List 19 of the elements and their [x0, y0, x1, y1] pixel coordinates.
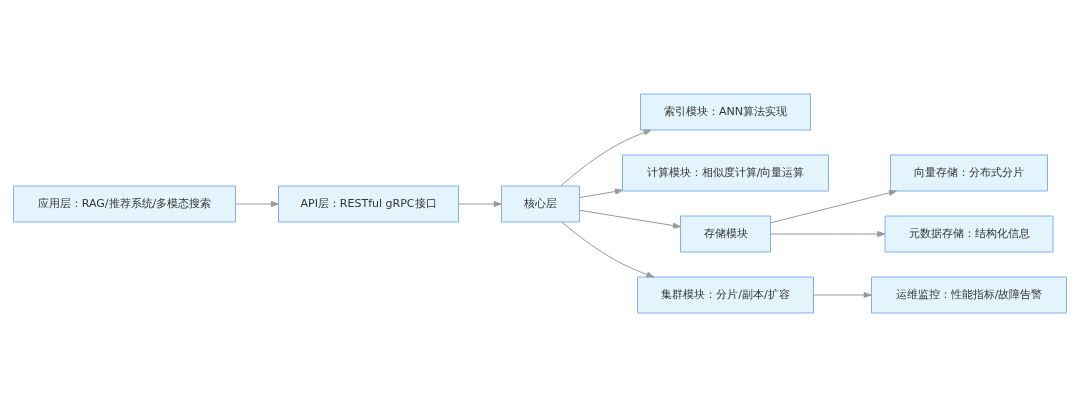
node-box: 集群模块：分片/副本/扩容: [637, 276, 814, 313]
arrow: [579, 188, 623, 198]
arrow: [770, 230, 886, 237]
arrow: [235, 200, 279, 207]
node-box: 应用层：RAG/推荐系统/多模态搜索: [13, 185, 236, 222]
node-box: 存储模块: [680, 215, 771, 252]
node-box: 核心层: [501, 185, 580, 222]
arrow: [579, 209, 681, 229]
node-box: 索引模块：ANN算法实现: [640, 93, 811, 130]
node-box: 向量存储：分布式分片: [890, 154, 1048, 191]
arrow: [560, 129, 652, 186]
node-box: API层：RESTful gRPC接口: [278, 185, 459, 222]
arrow: [770, 189, 897, 223]
node-box: 元数据存储：结构化信息: [884, 215, 1054, 252]
arrow: [458, 200, 502, 207]
node-box: 运维监控：性能指标/故障告警: [871, 276, 1067, 313]
arrow: [561, 221, 655, 277]
arrow: [813, 291, 872, 298]
node-box: 计算模块：相似度计算/向量运算: [622, 154, 829, 191]
